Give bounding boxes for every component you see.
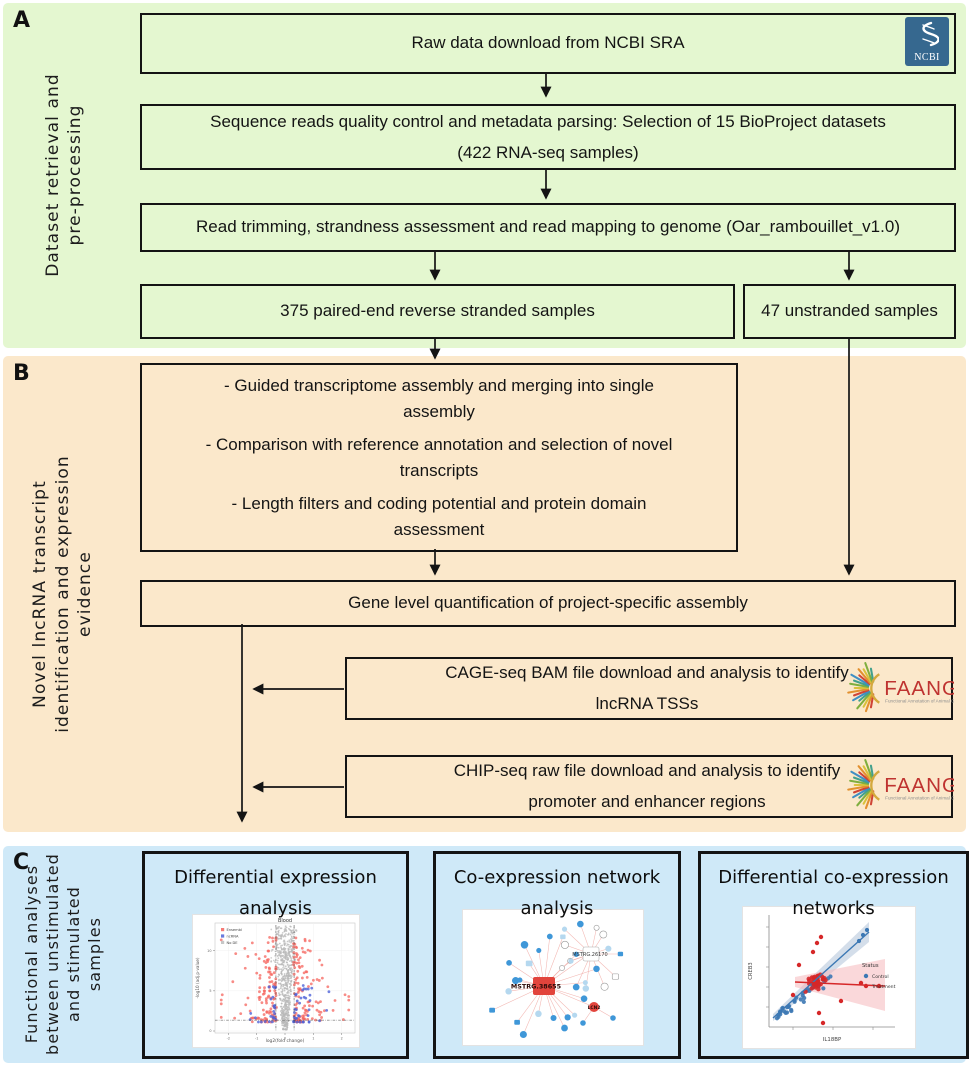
c-panel-differential-coexpression: Differential co-expression networks bbox=[698, 851, 969, 1059]
faang-wordmark: FAANG bbox=[884, 677, 954, 700]
c-panel-differential-expression: Differential expression analysis bbox=[142, 851, 409, 1059]
faang-fan-icon bbox=[847, 759, 875, 810]
ncbi-logo: NCBI bbox=[905, 17, 949, 66]
flow-box-paired-end-samples: 375 paired-end reverse stranded samples bbox=[140, 284, 735, 339]
svg-text:MSTRG.38655: MSTRG.38655 bbox=[511, 983, 561, 991]
svg-text:10: 10 bbox=[207, 949, 211, 953]
flow-box-gene-quantification: Gene level quantification of project-spe… bbox=[140, 580, 956, 627]
faang-wordmark: FAANG bbox=[884, 774, 954, 797]
svg-text:0: 0 bbox=[284, 1037, 286, 1041]
faang-fan-icon bbox=[847, 662, 875, 713]
side-label-section-c: Functional analyses between unstimulated… bbox=[21, 853, 105, 1055]
svg-text:MSTRG.26170: MSTRG.26170 bbox=[572, 952, 607, 958]
assembly-step-2: - Comparison with reference annotation a… bbox=[205, 435, 673, 480]
svg-text:2: 2 bbox=[341, 1037, 343, 1041]
svg-text:ncRNA: ncRNA bbox=[227, 934, 239, 938]
svg-text:IL18BP: IL18BP bbox=[823, 1037, 842, 1043]
svg-text:No DE: No DE bbox=[227, 941, 239, 945]
volcano-plot-image: Blood -2 -1 0 1 2 0 5 10 log2(fold change) -log10 … bbox=[193, 915, 359, 1047]
svg-text:Ensembl: Ensembl bbox=[227, 928, 242, 932]
panel-dataset-preprocessing bbox=[3, 3, 966, 348]
svg-text:Status: Status bbox=[862, 963, 879, 969]
svg-text:Control: Control bbox=[872, 974, 889, 980]
flow-box-quality-control: Sequence reads quality control and metad… bbox=[140, 104, 956, 170]
svg-text:CREB3: CREB3 bbox=[748, 962, 754, 979]
svg-text:Treatment: Treatment bbox=[871, 984, 896, 990]
svg-text:0: 0 bbox=[209, 1029, 211, 1033]
section-letter-a: A bbox=[13, 8, 31, 33]
c-panel-title: Differential expression analysis bbox=[174, 867, 377, 919]
c-panel-title: Differential co-expression networks bbox=[718, 867, 949, 919]
faang-logo: FAANG Functional Annotation of Animal Ge… bbox=[847, 662, 954, 713]
volcano-plot: Blood -2 -1 0 1 2 0 5 10 log2(fold change) -log10 … bbox=[195, 918, 356, 1044]
flow-box-cage-seq: CAGE-seq BAM file download and analysis … bbox=[345, 657, 953, 720]
side-label-section-b: Novel lncRNA transcript identification a… bbox=[30, 455, 96, 733]
faang-tagline: Functional Annotation of Animal Genomes bbox=[885, 796, 954, 801]
svg-text:-1: -1 bbox=[255, 1037, 258, 1041]
flow-box-read-trimming: Read trimming, strandness assessment and… bbox=[140, 203, 956, 252]
assembly-step-1: - Guided transcriptome assembly and merg… bbox=[224, 376, 654, 421]
c-panel-title: Co-expression network analysis bbox=[453, 867, 661, 919]
svg-text:5: 5 bbox=[209, 989, 211, 993]
svg-text:log2(fold change): log2(fold change) bbox=[266, 1038, 305, 1044]
svg-text:LCN2: LCN2 bbox=[588, 1005, 601, 1011]
faang-logo: FAANG Functional Annotation of Animal Ge… bbox=[847, 759, 954, 810]
flow-box-assembly-steps: - Guided transcriptome assembly and merg… bbox=[140, 363, 738, 552]
ncbi-wordmark: NCBI bbox=[914, 52, 940, 63]
svg-text:1: 1 bbox=[312, 1037, 314, 1041]
flow-box-unstranded-samples: 47 unstranded samples bbox=[743, 284, 956, 339]
section-letter-b: B bbox=[13, 361, 30, 386]
faang-tagline: Functional Annotation of Animal Genomes bbox=[885, 699, 954, 704]
svg-text:Blood: Blood bbox=[278, 918, 292, 924]
svg-text:-2: -2 bbox=[227, 1037, 230, 1041]
dna-helix-icon bbox=[922, 21, 939, 47]
assembly-step-3: - Length filters and coding potential an… bbox=[231, 494, 647, 539]
c-panel-coexpression-network: Co-expression network analysis bbox=[433, 851, 681, 1059]
panel-lncrna-identification bbox=[3, 356, 966, 832]
section-letter-c: C bbox=[13, 850, 30, 875]
flow-box-raw-data-download: Raw data download from NCBI SRA bbox=[140, 13, 956, 74]
svg-text:-log10 (adj.p-value): -log10 (adj.p-value) bbox=[195, 957, 200, 998]
side-label-section-a: Dataset retrieval and pre-processing bbox=[42, 73, 85, 277]
flow-box-chip-seq: CHIP-seq raw file download and analysis … bbox=[345, 755, 953, 818]
